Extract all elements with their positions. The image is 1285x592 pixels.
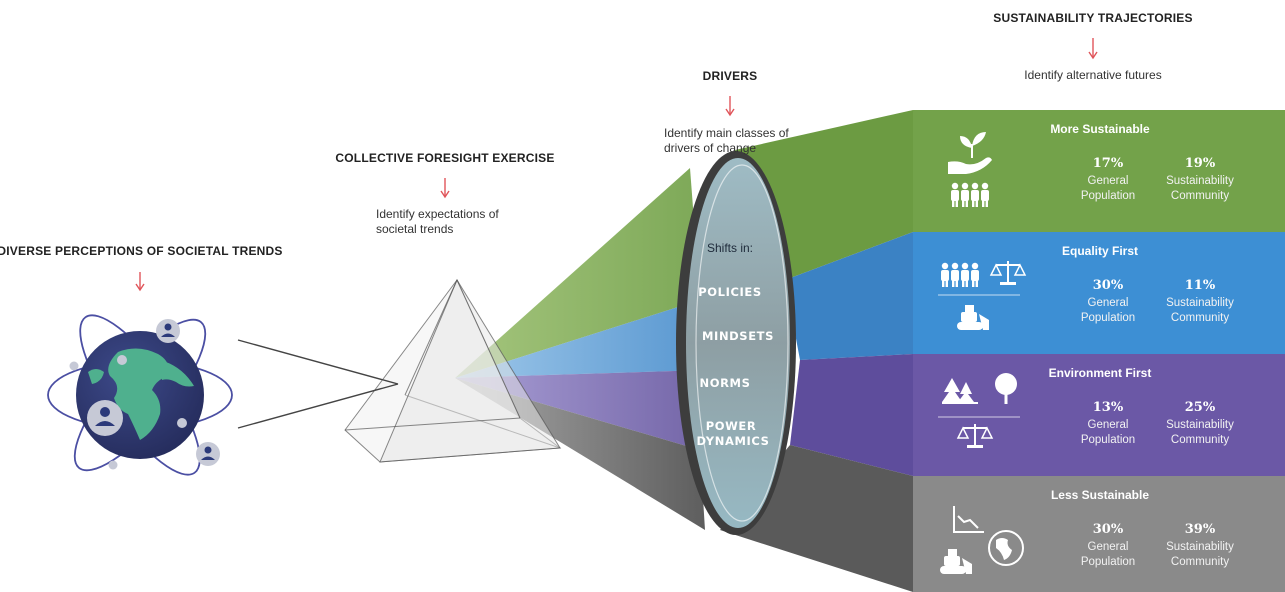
general-population-label: Population (1081, 312, 1135, 324)
band-title: Equality First (1062, 244, 1138, 258)
trajectories-desc: Identify alternative futures (1024, 68, 1161, 82)
lens-title: Shifts in: (707, 241, 753, 255)
stage-foresight: COLLECTIVE FORESIGHT EXERCISE Identify e… (335, 151, 554, 236)
band-title: Environment First (1049, 366, 1152, 380)
scales-icon (989, 261, 1027, 285)
sustainability-community-label: Community (1171, 434, 1229, 446)
cone-purple (790, 354, 913, 476)
general-population-label: Population (1081, 434, 1135, 446)
trajectories-title: SUSTAINABILITY TRAJECTORIES (993, 11, 1192, 25)
stage-perceptions: DIVERSE PERCEPTIONS OF SOCIETAL TRENDS (0, 244, 283, 292)
trajectory-bands: More Sustainable17%GeneralPopulation19%S… (913, 110, 1285, 592)
declining-chart-icon (953, 506, 984, 533)
people-group-icon (951, 182, 989, 207)
lens-item-power: POWER (706, 419, 757, 433)
lens-glass (686, 158, 790, 528)
beam-green (455, 168, 700, 378)
pyramid-icon (344, 278, 562, 463)
convergence-lines (237, 339, 399, 429)
lens-item-dynamics: DYNAMICS (696, 434, 769, 448)
sustainability-community-label: Community (1171, 312, 1229, 324)
general-population-value: 17% (1093, 156, 1124, 171)
bulldozer-icon (957, 305, 989, 330)
lens-highlight (695, 164, 789, 522)
foresight-desc-line1: Identify expectations of (376, 207, 499, 221)
sustainability-community-value: 19% (1185, 156, 1216, 171)
tree-icon (995, 373, 1017, 404)
sustainability-community-value: 39% (1185, 522, 1216, 537)
lens: Shifts in: POLICIES MINDSETS NORMS POWER… (676, 151, 796, 535)
general-population-label: General (1088, 541, 1129, 553)
globe-icon (988, 530, 1024, 566)
cone-blue (785, 232, 913, 360)
stage-trajectories: SUSTAINABILITY TRAJECTORIES Identify alt… (993, 11, 1192, 82)
sustainability-community-label: Sustainability (1166, 419, 1234, 431)
drivers-title: DRIVERS (703, 69, 758, 83)
general-population-value: 30% (1093, 278, 1124, 293)
sustainability-community-value: 11% (1185, 278, 1216, 293)
general-population-value: 30% (1093, 522, 1124, 537)
foresight-desc-line2: societal trends (376, 222, 453, 236)
lens-item-policies: POLICIES (698, 285, 761, 299)
general-population-label: Population (1081, 190, 1135, 202)
lens-item-mindsets: MINDSETS (702, 329, 774, 343)
sustainability-community-label: Sustainability (1166, 175, 1234, 187)
lens-item-norms: NORMS (700, 376, 751, 390)
sustainability-community-label: Sustainability (1166, 297, 1234, 309)
bulldozer-icon (940, 549, 972, 574)
drivers-desc-line2: drivers of change (664, 141, 756, 155)
hand-plant-icon (948, 132, 992, 174)
perceptions-title: DIVERSE PERCEPTIONS OF SOCIETAL TRENDS (0, 244, 283, 258)
sustainability-community-value: 25% (1185, 400, 1216, 415)
band-title: Less Sustainable (1051, 488, 1149, 502)
band-title: More Sustainable (1050, 122, 1150, 136)
foresight-title: COLLECTIVE FORESIGHT EXERCISE (335, 151, 554, 165)
beam-blue (455, 300, 705, 378)
general-population-value: 13% (1093, 400, 1124, 415)
stage-drivers: DRIVERS Identify main classes of drivers… (664, 69, 789, 155)
band-background (913, 476, 1285, 592)
people-group-icon (941, 262, 979, 287)
general-population-label: General (1088, 419, 1129, 431)
band-background (913, 354, 1285, 476)
forest-icon (942, 378, 978, 404)
scales-icon (956, 424, 994, 448)
sustainability-community-label: Community (1171, 190, 1229, 202)
sustainability-community-label: Sustainability (1166, 541, 1234, 553)
sustainability-community-label: Community (1171, 556, 1229, 568)
globe-icon (47, 314, 233, 476)
general-population-label: Population (1081, 556, 1135, 568)
band-background (913, 232, 1285, 354)
general-population-label: General (1088, 297, 1129, 309)
general-population-label: General (1088, 175, 1129, 187)
drivers-desc-line1: Identify main classes of (664, 126, 789, 140)
